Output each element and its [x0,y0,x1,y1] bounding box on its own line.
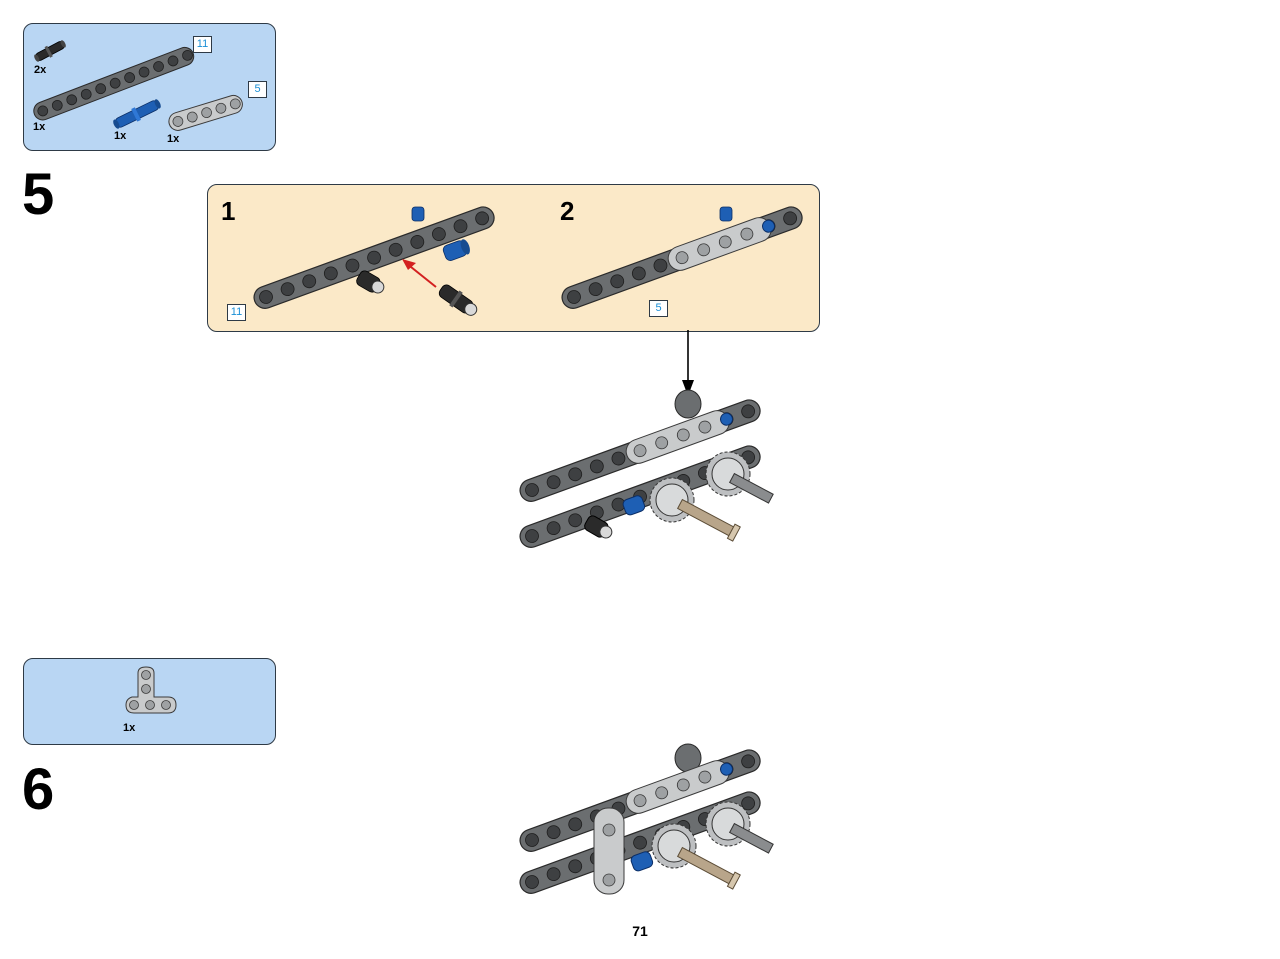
part-qty: 1x [114,130,127,142]
part-qty: 1x [167,133,180,145]
step6-parts-box: 1x [23,658,276,745]
substep-number: 1 [221,196,236,226]
step-number: 6 [22,757,55,822]
part-qty: 1x [33,121,46,133]
beam-length-badge: 5 [649,300,668,317]
light-gray-t-beam-icon [125,666,177,714]
step5-model-illustration [519,389,774,548]
callout-arrow [682,330,694,396]
beam-length-badge: 5 [248,81,267,98]
part-qty: 1x [123,722,136,734]
step-number: 5 [22,162,55,227]
light-gray-beam-5-icon [168,94,243,131]
substep-number: 2 [560,196,575,226]
substep2-illustration [561,206,803,309]
page-number: 71 [632,923,648,939]
step5-parts-box: 2x 11 1x 1x [23,23,276,151]
substep1-illustration [253,206,495,316]
black-friction-pin-icon [34,40,66,62]
step6-model-illustration [519,743,774,895]
subassembly-box: 1 2 [207,184,820,332]
blue-axle-pin-icon [113,99,161,129]
part-qty: 2x [34,64,47,76]
beam-length-badge: 11 [227,304,246,321]
beam-length-badge: 11 [193,36,212,53]
dark-gray-beam-11-icon [33,46,195,121]
